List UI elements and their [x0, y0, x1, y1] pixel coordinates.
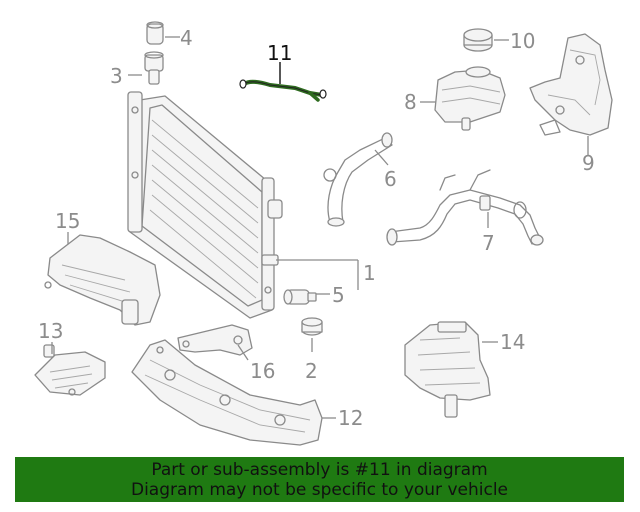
callout-15: 15: [55, 209, 80, 233]
sensor-part-5[interactable]: [283, 289, 317, 305]
callout-7: 7: [482, 231, 495, 255]
hose-part-6[interactable]: [323, 132, 393, 227]
air-guide-part-15[interactable]: [44, 234, 161, 326]
callout-4: 4: [180, 26, 193, 50]
sensor-part-3[interactable]: [144, 51, 164, 85]
highlighted-hose-part-11[interactable]: [239, 79, 327, 102]
callout-5: 5: [332, 283, 345, 307]
callout-9: 9: [582, 151, 595, 175]
banner-line-2: Diagram may not be specific to your vehi…: [130, 480, 508, 500]
banner-line-1: Part or sub-assembly is #11 in diagram: [151, 460, 488, 480]
info-banner: Part or sub-assembly is #11 in diagram D…: [15, 457, 624, 502]
cap-part-4[interactable]: [146, 21, 164, 45]
callout-6: 6: [384, 167, 397, 191]
bracket-part-9[interactable]: [529, 33, 613, 136]
air-guide-part-13[interactable]: [34, 344, 106, 396]
callout-11: 11: [267, 41, 292, 65]
callout-14: 14: [500, 330, 525, 354]
mount-part-2[interactable]: [301, 317, 323, 336]
callout-1: 1: [363, 261, 376, 285]
radiator-part[interactable]: [127, 91, 283, 319]
leader-6: [374, 149, 389, 166]
duct-part-14[interactable]: [404, 321, 491, 418]
callout-3: 3: [110, 64, 123, 88]
hose-assembly-part-7[interactable]: [386, 169, 544, 246]
tank-cap-part-10[interactable]: [463, 28, 493, 52]
lower-support-part-12[interactable]: [131, 339, 323, 446]
callout-16: 16: [250, 359, 275, 383]
expansion-tank-part-8[interactable]: [434, 66, 506, 131]
callout-8: 8: [404, 90, 417, 114]
callout-13: 13: [38, 319, 63, 343]
bracket-part-16[interactable]: [177, 324, 253, 356]
callout-12: 12: [338, 406, 363, 430]
leader-16: [237, 344, 249, 361]
callout-2: 2: [305, 359, 318, 383]
callout-10: 10: [510, 29, 535, 53]
